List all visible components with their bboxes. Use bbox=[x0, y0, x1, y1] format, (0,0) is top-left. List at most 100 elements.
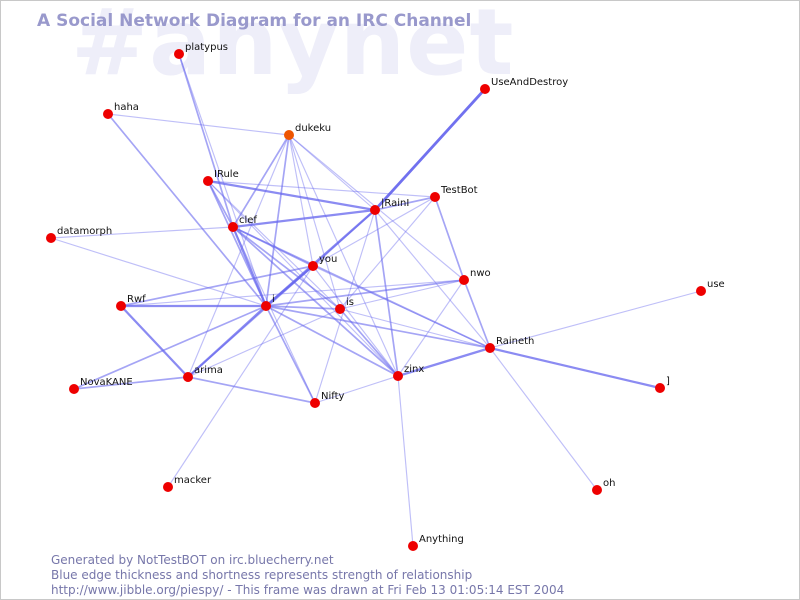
node-label: oh bbox=[603, 478, 615, 489]
edge-dukeku-arima bbox=[187, 134, 290, 378]
edge-TestBot-you bbox=[312, 196, 436, 267]
node-novakane[interactable]: NovaKANE bbox=[69, 377, 133, 394]
edge-is-Raineth bbox=[339, 308, 491, 349]
node-label: you bbox=[319, 254, 337, 265]
edge-platypus-clef bbox=[178, 53, 234, 228]
node-irule[interactable]: IRule bbox=[203, 169, 239, 186]
node-label: Rwf bbox=[127, 294, 146, 305]
node-label: is bbox=[346, 297, 354, 308]
node-label: zinx bbox=[404, 364, 424, 375]
node-dot bbox=[485, 343, 495, 353]
edge-i-Raineth bbox=[265, 305, 491, 349]
edge-Rwf-you bbox=[120, 265, 314, 307]
node-dot bbox=[103, 109, 113, 119]
edge-IRule-is bbox=[207, 180, 341, 310]
node-label: datamorph bbox=[57, 226, 112, 237]
edge-clef-is bbox=[232, 226, 341, 310]
node-label: Raineth bbox=[496, 336, 534, 347]
edge-UseAndDestroy-IRainI bbox=[373, 88, 487, 211]
node-rwf[interactable]: Rwf bbox=[116, 294, 146, 311]
node-dot bbox=[655, 383, 665, 393]
edge-IRainI-you bbox=[312, 209, 376, 267]
node-label: TestBot bbox=[440, 185, 478, 196]
node-arima[interactable]: arima bbox=[183, 365, 223, 382]
edge-nwo-i bbox=[265, 279, 465, 307]
node-useanddestroy[interactable]: UseAndDestroy bbox=[480, 77, 568, 94]
node-dot bbox=[430, 192, 440, 202]
edge-zinx-Anything bbox=[397, 375, 414, 547]
node-dot bbox=[592, 485, 602, 495]
node-label: haha bbox=[114, 102, 139, 113]
node-label: nwo bbox=[470, 268, 491, 279]
edge-i-arima bbox=[187, 305, 267, 378]
node-bracket[interactable]: ] bbox=[655, 376, 670, 393]
node-i[interactable]: i bbox=[261, 294, 275, 311]
node-haha[interactable]: haha bbox=[103, 102, 139, 119]
edge-zinx-Nifty bbox=[314, 375, 399, 404]
edge-dukeku-zinx bbox=[288, 134, 399, 377]
node-dot bbox=[261, 301, 271, 311]
node-dot bbox=[284, 130, 294, 140]
node-you[interactable]: you bbox=[308, 254, 337, 271]
footer-url-timestamp: http://www.jibble.org/piespy/ - This fra… bbox=[51, 583, 565, 597]
node-dot bbox=[183, 372, 193, 382]
node-dot bbox=[163, 482, 173, 492]
edge-you-zinx bbox=[312, 265, 399, 377]
edge-i-is bbox=[265, 305, 341, 310]
node-label: Anything bbox=[419, 534, 464, 545]
node-label: NovaKANE bbox=[80, 377, 133, 388]
node-dot bbox=[480, 84, 490, 94]
edge-is-zinx bbox=[339, 308, 399, 377]
edge-haha-dukeku bbox=[107, 113, 290, 136]
edge-dukeku-is bbox=[288, 134, 341, 310]
node-label: i bbox=[272, 294, 275, 305]
node-label: ] bbox=[666, 376, 670, 387]
edge-haha-i bbox=[107, 113, 267, 307]
node-nwo[interactable]: nwo bbox=[459, 268, 491, 285]
edge-Raineth-zinx bbox=[397, 346, 491, 378]
node-oh[interactable]: oh bbox=[592, 478, 615, 495]
node-dot bbox=[308, 261, 318, 271]
edge-IRainI-Nifty bbox=[314, 209, 376, 404]
edge-TestBot-is bbox=[339, 196, 436, 310]
edge-Raineth-oh bbox=[489, 347, 598, 491]
node-is[interactable]: is bbox=[335, 297, 354, 314]
edge-clef-zinx bbox=[232, 226, 399, 377]
edge-platypus-i bbox=[178, 53, 267, 307]
node-dot bbox=[310, 398, 320, 408]
edge-clef-Nifty bbox=[232, 226, 316, 404]
node-dot bbox=[228, 222, 238, 232]
edge-IRainI-Raineth bbox=[374, 209, 491, 349]
node-macker[interactable]: macker bbox=[163, 475, 212, 492]
node-label: macker bbox=[174, 475, 212, 486]
edge-i-Nifty bbox=[265, 305, 316, 404]
edge-Rwf-arima bbox=[120, 305, 189, 378]
node-clef[interactable]: clef bbox=[228, 215, 257, 232]
node-anything[interactable]: Anything bbox=[408, 534, 464, 551]
node-datamorph[interactable]: datamorph bbox=[46, 226, 112, 243]
node-dukeku[interactable]: dukeku bbox=[284, 123, 331, 140]
edge-is-arima bbox=[187, 308, 341, 378]
node-label: clef bbox=[239, 215, 257, 226]
node-zinx[interactable]: zinx bbox=[393, 364, 424, 381]
node-iraini[interactable]: |RainI bbox=[370, 198, 409, 215]
edge-nwo-is bbox=[339, 279, 465, 310]
edge-you-Raineth bbox=[312, 265, 491, 349]
node-dot bbox=[203, 176, 213, 186]
edge-nwo-Rwf bbox=[120, 279, 465, 307]
node-nifty[interactable]: Nifty bbox=[310, 391, 345, 408]
node-dot bbox=[393, 371, 403, 381]
edge-dukeku-clef bbox=[232, 134, 290, 228]
node-use[interactable]: use bbox=[696, 279, 725, 296]
node-label: arima bbox=[194, 365, 223, 376]
edge-layer bbox=[50, 53, 702, 547]
node-platypus[interactable]: platypus bbox=[174, 42, 228, 59]
node-raineth[interactable]: Raineth bbox=[485, 336, 534, 353]
node-dot bbox=[46, 233, 56, 243]
node-label: IRule bbox=[214, 169, 239, 180]
node-testbot[interactable]: TestBot bbox=[430, 185, 478, 202]
node-dot bbox=[696, 286, 706, 296]
edge-TestBot-IRainI bbox=[374, 196, 436, 211]
